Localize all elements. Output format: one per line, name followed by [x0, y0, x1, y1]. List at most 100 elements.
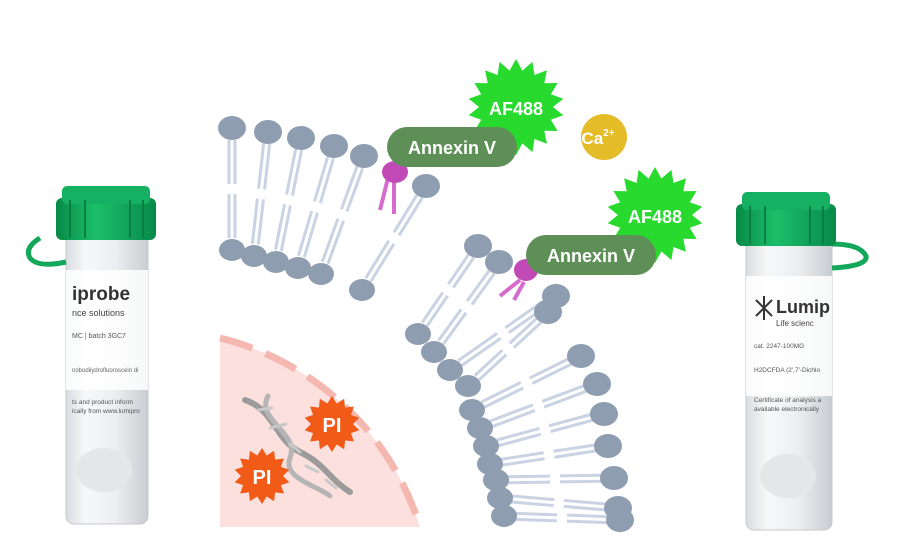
- lipid-tail: [496, 426, 540, 442]
- lipid-tail: [531, 362, 573, 385]
- annexin-v-label: Annexin V: [547, 246, 635, 266]
- lipid-head: [590, 402, 618, 426]
- lipid-tail: [364, 239, 391, 279]
- lipid-tail: [460, 337, 502, 367]
- dna-helix: [242, 393, 353, 499]
- lipid-tail: [501, 451, 544, 461]
- left-reagent-vial: iprobe nce solutions MC | batch 3GC7 nob…: [25, 186, 156, 525]
- lipid-tail: [470, 272, 496, 306]
- left-vial-note-1: ts and product inform: [72, 399, 133, 406]
- left-vial-name: nobodiiydrofluoroscein di: [72, 368, 138, 374]
- right-vial-note-1: Certificate of analysis a: [754, 397, 822, 404]
- lipid-head: [487, 487, 513, 509]
- lipid-head: [349, 279, 375, 301]
- lipid-tail: [480, 381, 522, 404]
- lipid-tail: [567, 513, 609, 519]
- lipid-tail: [279, 205, 292, 252]
- lipid-head: [606, 508, 634, 532]
- lipid-tail: [318, 157, 335, 204]
- lipid-tail: [564, 498, 607, 506]
- lipid-tail: [313, 156, 330, 202]
- lipid-tail: [339, 165, 359, 210]
- calcium-charge: 2+: [603, 128, 615, 139]
- lipid-head: [534, 300, 562, 324]
- lipid-tail: [511, 500, 554, 508]
- lipid-tail: [528, 357, 570, 380]
- lipid-head: [583, 372, 611, 396]
- lipid-tail: [543, 389, 588, 409]
- lipid-head: [464, 234, 492, 258]
- lipid-tail: [302, 212, 319, 258]
- annexin-v-label: Annexin V: [408, 138, 496, 158]
- lipid-tail: [297, 210, 314, 257]
- calcium-ion: Ca2+: [581, 114, 627, 160]
- lipid-tail: [508, 480, 551, 485]
- lipid-tail: [483, 386, 525, 409]
- lipid-tail: [507, 474, 550, 479]
- lipid-head: [320, 134, 348, 158]
- lipid-tail: [512, 321, 543, 349]
- right-vial-note-2: available electronically: [754, 406, 820, 413]
- lipid-head: [350, 144, 378, 168]
- lipid-head: [263, 251, 289, 273]
- right-vial-tagline: Life scienc: [776, 319, 814, 328]
- lipid-tail: [442, 311, 468, 345]
- annexin-v-middle: Annexin V: [526, 235, 656, 275]
- lipid-tail: [563, 504, 606, 512]
- pi-badge-lower: PI: [234, 448, 290, 504]
- lipid-head: [421, 341, 447, 363]
- lipid-head: [308, 263, 334, 285]
- lipid-tail: [566, 519, 608, 525]
- pi-label: PI: [253, 467, 272, 489]
- lipid-head: [455, 375, 481, 397]
- lipid-tail: [437, 308, 463, 342]
- left-vial-brand: iprobe: [72, 284, 130, 305]
- membrane-bilayer-upper: [218, 116, 440, 301]
- lipid-tail: [508, 316, 539, 345]
- lipid-tail: [421, 291, 444, 324]
- lipid-tail: [465, 269, 491, 303]
- left-vial-tagline: nce solutions: [72, 308, 125, 318]
- lipid-tail: [550, 418, 594, 434]
- lipid-head: [485, 250, 513, 274]
- annexin-v-upper: Annexin V: [387, 127, 517, 167]
- lipid-head: [459, 399, 485, 421]
- lipid-head: [467, 417, 493, 439]
- lipid-tail: [425, 294, 449, 327]
- lipid-head: [491, 505, 517, 527]
- lipid-tail: [285, 148, 298, 195]
- lipid-tail: [560, 479, 603, 484]
- lipid-head: [473, 435, 499, 457]
- calcium-symbol: Ca: [581, 129, 603, 148]
- pi-badge-upper: PI: [304, 396, 360, 452]
- af488-label: AF488: [628, 207, 682, 227]
- lipid-tail: [447, 253, 471, 286]
- lipid-head: [412, 174, 440, 198]
- lipid-head: [218, 116, 246, 140]
- lumiprobe-logo-icon: [755, 296, 773, 320]
- right-vial-brand: Lumip: [776, 297, 830, 317]
- lipid-tail: [345, 167, 365, 212]
- lipid-tail: [397, 197, 424, 237]
- lipid-tail: [489, 403, 534, 423]
- right-reagent-vial: Lumip Life scienc cat. 2247-100MG H2DCFD…: [736, 192, 869, 531]
- left-vial-cat: MC | batch 3GC7: [72, 333, 126, 340]
- lipid-tail: [541, 384, 586, 403]
- lipid-tail: [326, 220, 346, 265]
- calcium-label: Ca2+: [581, 128, 614, 148]
- pi-label: PI: [323, 415, 342, 437]
- right-vial-name: H2DCFDA (2',7'-Dichlo: [754, 367, 820, 374]
- phosphatidylserine-upper: [378, 161, 408, 214]
- lipid-head: [241, 245, 267, 267]
- lipid-head: [437, 359, 463, 381]
- lipid-head: [600, 466, 628, 490]
- lipid-tail: [392, 193, 419, 233]
- left-vial-note-2: ically from www.lumipro: [72, 408, 140, 415]
- lipid-tail: [290, 150, 304, 196]
- lipid-head: [287, 126, 315, 150]
- lipid-tail: [263, 144, 272, 190]
- lipid-tail: [256, 199, 265, 245]
- lipid-tail: [491, 409, 536, 428]
- lipid-head: [219, 239, 245, 261]
- lipid-tail: [320, 218, 340, 263]
